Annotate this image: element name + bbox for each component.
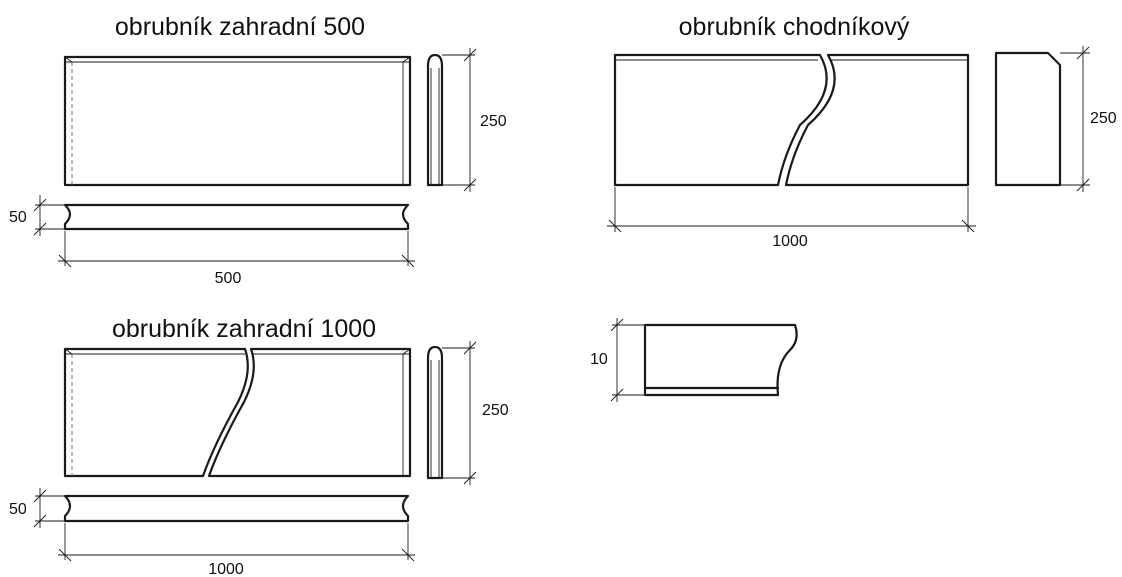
sw-front-right xyxy=(784,53,970,187)
title-garden-500: obrubník zahradní 500 xyxy=(115,13,365,41)
g500-length-label: 500 xyxy=(215,270,242,287)
detail-thickness-label: 10 xyxy=(590,351,608,368)
g500-thickness-label: 50 xyxy=(9,209,27,226)
g1000-height-label: 250 xyxy=(482,402,509,419)
g1000-front-left xyxy=(63,347,249,478)
g500-side-profile xyxy=(426,53,444,187)
g500-front-view xyxy=(63,55,412,187)
g1000-front-right xyxy=(207,347,412,478)
g1000-top-view xyxy=(63,494,410,523)
sidewalk-curb: obrubník chodníkový 250 1000 xyxy=(607,13,1117,250)
sw-length-label: 1000 xyxy=(772,233,808,250)
garden-curb-1000: obrubník zahradní 1000 250 50 xyxy=(9,315,509,577)
g500-top-view xyxy=(63,203,410,231)
title-sidewalk: obrubník chodníkový xyxy=(679,13,910,41)
g500-height-label: 250 xyxy=(480,113,507,130)
sidewalk-top-detail: 10 xyxy=(590,318,798,402)
sw-front-left xyxy=(613,53,828,187)
title-garden-1000: obrubník zahradní 1000 xyxy=(112,315,376,343)
g1000-thickness-label: 50 xyxy=(9,501,27,518)
garden-curb-500: obrubník zahradní 500 250 50 xyxy=(9,13,507,287)
sw-side-profile xyxy=(994,51,1062,187)
detail-top-view xyxy=(643,323,798,397)
g1000-length-label: 1000 xyxy=(208,561,244,577)
g1000-side-profile xyxy=(426,345,444,480)
sw-height-label: 250 xyxy=(1090,110,1117,127)
